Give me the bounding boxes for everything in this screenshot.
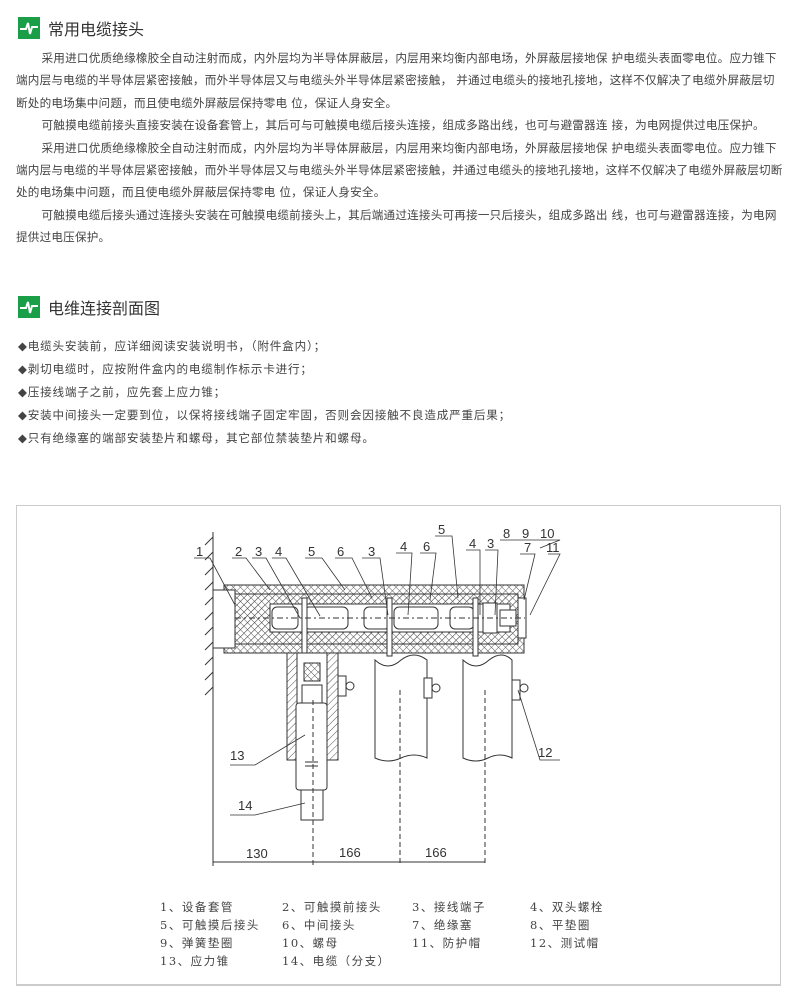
legend-item: 6、中间接头 (282, 918, 356, 932)
dimension-130: 130 (246, 846, 268, 861)
dimension-166: 166 (339, 845, 361, 860)
legend-row: 5、可触摸后接头 6、中间接头 7、绝缘塞 8、平垫圈 (160, 916, 654, 934)
section-title: 常用电缆接头 (48, 20, 145, 39)
callout-4: 4 (275, 544, 282, 559)
callout-10: 10 (540, 526, 554, 541)
cable (462, 654, 513, 762)
callout-13: 13 (230, 748, 244, 763)
note-item: ◆安装中间接头一定要到位，以保将接线端子固定牢固，否则会因接触不良造成严重后果； (18, 408, 512, 422)
legend-item: 8、平垫圈 (530, 918, 591, 932)
note-item: ◆只有绝缘塞的端部安装垫片和螺母，其它部位禁装垫片和螺母。 (18, 431, 375, 445)
callout-12: 12 (538, 745, 552, 760)
callout-6: 6 (337, 544, 344, 559)
section-header-cross-section: 电维连接剖面图 (18, 295, 160, 319)
legend-row: 1、设备套管 2、可触摸前接头 3、接线端子 4、双头螺栓 (160, 898, 654, 916)
callout-5: 5 (308, 544, 315, 559)
pulse-logo-icon (18, 17, 40, 39)
callout-1: 1 (196, 544, 203, 559)
stress-cone (295, 702, 328, 791)
dimension-166: 166 (425, 845, 447, 860)
legend-item: 4、双头螺栓 (530, 900, 604, 914)
terminal (301, 597, 308, 659)
callout-labels: 1 2 3 4 5 6 3 4 6 5 4 3 8 9 10 7 11 12 1… (196, 522, 560, 861)
legend-item: 10、螺母 (282, 936, 339, 950)
paragraph: 采用进口优质绝缘橡胶全自动注射而成，内外层均为半导体屏蔽层，内层用来均衡内部电场… (16, 140, 783, 200)
cable (374, 654, 428, 762)
terminal (386, 597, 393, 657)
callout-9: 9 (522, 526, 529, 541)
equipment-bushing (212, 589, 236, 649)
section-title: 电维连接剖面图 (48, 299, 161, 318)
legend-item: 14、电缆（分支） (282, 954, 391, 968)
legend-item: 3、接线端子 (412, 900, 486, 914)
callout-8: 8 (503, 526, 510, 541)
paragraph: 可触摸电缆后接头通过连接头安装在可触摸电缆前接头上，其后端通过连接头可再接一只后… (16, 207, 777, 245)
legend-item: 13、应力锥 (160, 954, 230, 968)
legend-row: 13、应力锥 14、电缆（分支） (160, 952, 654, 970)
intro-text: 采用进口优质绝缘橡胶全自动注射而成，内外层均为半导体屏蔽层，内层用来均衡内部电场… (16, 47, 786, 249)
callout-4: 4 (400, 539, 407, 554)
section-header-cable-joints: 常用电缆接头 (18, 16, 144, 40)
callout-14: 14 (238, 798, 252, 813)
pulse-logo-icon (18, 296, 40, 318)
test-cap-icon (337, 675, 355, 697)
legend-item: 1、设备套管 (160, 900, 234, 914)
branch-cable (300, 789, 324, 821)
paragraph: 采用进口优质绝缘橡胶全自动注射而成，内外层均为半导体屏蔽层，内层用来均衡内部电场… (16, 51, 777, 110)
callout-3: 3 (487, 536, 494, 551)
callout-6: 6 (423, 539, 430, 554)
note-item: ◆剥切电缆时，应按附件盒内的电缆制作标示卡进行； (18, 362, 313, 376)
callout-4: 4 (469, 536, 476, 551)
wall-hatch-icon (204, 536, 214, 696)
callout-2: 2 (235, 544, 242, 559)
diagram-legend: 1、设备套管 2、可触摸前接头 3、接线端子 4、双头螺栓 5、可触摸后接头 6… (160, 898, 654, 970)
cable-joint-cross-section-diagram: 1 2 3 4 5 6 3 4 6 5 4 3 8 9 10 7 11 12 1… (194, 522, 561, 866)
test-cap-icon (511, 679, 529, 701)
legend-item: 2、可触摸前接头 (282, 900, 382, 914)
callout-3: 3 (255, 544, 262, 559)
note-item: ◆电缆头安装前，应详细阅读安装说明书，（附件盒内）； (18, 339, 326, 353)
callout-3: 3 (368, 544, 375, 559)
legend-item: 7、绝缘塞 (412, 918, 473, 932)
legend-item: 11、防护帽 (412, 936, 482, 950)
legend-item: 12、测试帽 (530, 936, 600, 950)
legend-item: 9、弹簧垫圈 (160, 936, 234, 950)
test-cap-icon (423, 677, 441, 699)
callout-5: 5 (438, 522, 445, 537)
diagram-frame (16, 505, 781, 986)
installation-notes: ◆电缆头安装前，应详细阅读安装说明书，（附件盒内）； ◆剥切电缆时，应按附件盒内… (18, 335, 511, 450)
legend-row: 9、弹簧垫圈 10、螺母 11、防护帽 12、测试帽 (160, 934, 654, 952)
callout-7: 7 (524, 540, 531, 555)
paragraph: 可触摸电缆前接头直接安装在设备套管上，其后可与可触摸电缆后接头连接，组成多路出线… (41, 118, 765, 133)
terminal (472, 597, 479, 657)
legend-item: 5、可触摸后接头 (160, 918, 260, 932)
callout-11: 11 (546, 540, 560, 555)
note-item: ◆压接线端子之前，应先套上应力锥； (18, 385, 227, 399)
